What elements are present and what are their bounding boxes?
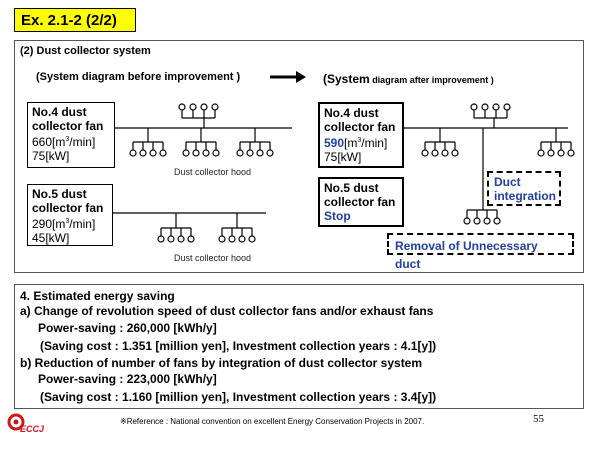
hood-icon	[266, 149, 274, 157]
hood-icon	[157, 235, 165, 243]
after-fan4-line1: No.4 dust	[324, 106, 379, 120]
after-label-part1: (System	[323, 72, 370, 86]
after-branches	[404, 103, 575, 225]
before-fan4-flow: 660[m3/min]	[32, 135, 96, 149]
footer-reference: ※Reference : National convention on exce…	[120, 417, 425, 426]
hood-icon	[547, 149, 555, 157]
after-fan5-stop: Stop	[324, 209, 351, 223]
energy-saving-panel	[14, 284, 584, 409]
removal-label: Removal of Unnecessary duct	[395, 239, 538, 271]
hood-icon	[503, 103, 511, 111]
hood-icon	[431, 149, 439, 157]
before-fan5-box: No.5 dust collector fan 290[m3/min] 45[k…	[27, 184, 113, 246]
logo-text: ECCJ	[20, 424, 45, 434]
hood-icon	[200, 103, 208, 111]
saving-b-cost: (Saving cost : 1.160 [million yen], Inve…	[40, 390, 437, 404]
hood-icon	[178, 103, 186, 111]
hood-icon	[187, 235, 195, 243]
after-fan5-box: No.5 dust collector fan Stop	[318, 177, 404, 227]
page-number: 55	[533, 413, 544, 425]
hood-icon	[149, 149, 157, 157]
eccj-logo-icon	[7, 413, 25, 431]
hood-icon	[212, 149, 220, 157]
hood-icon	[218, 235, 226, 243]
after-label-part2: diagram after improvement )	[369, 75, 494, 85]
duct-integration-box: Duct integration	[487, 171, 561, 206]
hood-icon	[236, 149, 244, 157]
hood-icon	[493, 217, 501, 225]
hood-icon	[557, 149, 565, 157]
hood-icon	[202, 149, 210, 157]
hood-icon	[463, 217, 471, 225]
hood-icon	[139, 149, 147, 157]
before-fan5-flow: 290[m3/min]	[32, 217, 96, 231]
hood-icon	[182, 149, 190, 157]
hood-icon	[159, 149, 167, 157]
duct-integration-line2: integration	[494, 189, 556, 203]
after-fan5-line2: collector fan	[324, 195, 396, 209]
before-fan5-line1: No.5 dust	[32, 187, 87, 201]
hood-icon	[248, 235, 256, 243]
saving-a-power: Power-saving : 260,000 [kWh/y]	[38, 321, 217, 335]
saving-heading: 4. Estimated energy saving	[20, 289, 175, 303]
hood-icon	[167, 235, 175, 243]
hood-icon	[451, 149, 459, 157]
hood-icon	[211, 103, 219, 111]
after-fan4-line2: collector fan	[324, 120, 396, 134]
before-fan4-line2: collector fan	[32, 119, 104, 133]
hood-icon	[421, 149, 429, 157]
before-hood-label-2: Dust collector hood	[174, 253, 252, 263]
hood-icon	[228, 235, 236, 243]
hood-icon	[177, 235, 185, 243]
after-diagram-label: (System diagram after improvement )	[323, 70, 494, 88]
hood-icon	[537, 149, 545, 157]
hood-icon	[441, 149, 449, 157]
after-fan5-line1: No.5 dust	[324, 181, 379, 195]
slide-title: Ex. 2.1-2 (2/2)	[14, 8, 136, 32]
arrow-head	[296, 71, 306, 83]
hood-icon	[481, 103, 489, 111]
dust-collector-panel	[14, 40, 584, 273]
before-fan4-line1: No.4 dust	[32, 105, 87, 119]
section-title: (2) Dust collector system	[20, 45, 151, 57]
before-fan5-line2: collector fan	[32, 201, 104, 215]
duct-integration-line1: Duct	[494, 175, 521, 189]
before-fan5-branches	[113, 212, 266, 243]
before-fan4-box: No.4 dust collector fan 660[m3/min] 75[k…	[27, 102, 115, 168]
after-fan4-box: No.4 dust collector fan 590[m3/min] 75[k…	[318, 102, 404, 168]
before-fan4-power: 75[kW]	[32, 149, 70, 163]
hood-icon	[567, 149, 575, 157]
before-fan5-power: 45[kW]	[32, 231, 70, 245]
saving-b-power: Power-saving : 223,000 [kWh/y]	[38, 372, 217, 386]
hood-icon	[192, 149, 200, 157]
before-fan4-branches	[115, 103, 292, 157]
hood-icon	[473, 217, 481, 225]
hood-icon	[246, 149, 254, 157]
before-diagram-label: (System diagram before improvement )	[36, 71, 241, 83]
hood-icon	[483, 217, 491, 225]
after-fan4-power: 75[kW]	[324, 150, 362, 164]
hood-icon	[492, 103, 500, 111]
hood-icon	[238, 235, 246, 243]
hood-icon	[189, 103, 197, 111]
after-fan4-flow: 590[m3/min]	[324, 136, 388, 150]
hood-icon	[256, 149, 264, 157]
saving-b-title: b) Reduction of number of fans by integr…	[20, 356, 423, 370]
saving-a-title: a) Change of revolution speed of dust co…	[20, 304, 434, 318]
saving-a-cost: (Saving cost : 1.351 [million yen], Inve…	[40, 339, 437, 353]
hood-icon	[129, 149, 137, 157]
removal-box: Removal of Unnecessary duct	[387, 233, 574, 271]
before-hood-label-1: Dust collector hood	[174, 167, 252, 177]
hood-icon	[470, 103, 478, 111]
